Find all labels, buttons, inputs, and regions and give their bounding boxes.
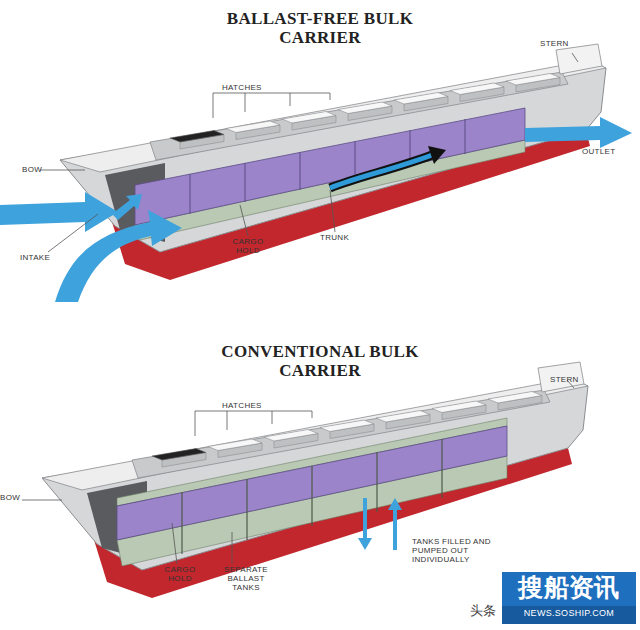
pump-arrow <box>363 498 367 540</box>
section-title: BALLAST-FREE BULK CARRIER <box>220 10 420 47</box>
watermark: 搜船资讯 <box>502 574 636 602</box>
part-label: HATCHES <box>222 402 282 411</box>
part-label: OUTLET <box>582 148 632 157</box>
watermark-box <box>502 572 636 624</box>
trunk-flow <box>330 155 432 188</box>
intake-arrow <box>112 194 142 220</box>
cargo-holds <box>135 108 525 225</box>
ballast-free-ship <box>0 44 632 302</box>
trunk-flow <box>330 155 432 188</box>
hold-dividers <box>190 119 465 214</box>
watermark: NEWS.SOSHIP.COM <box>502 609 636 619</box>
part-label: STERN <box>550 376 600 385</box>
outlet-arrow <box>525 117 632 148</box>
leader-line <box>22 380 574 564</box>
leader-line <box>195 411 312 436</box>
note-label: TANKS FILLED AND PUMPED OUT INDIVIDUALLY <box>412 538 522 564</box>
part-label: TRUNK <box>320 234 360 243</box>
watermark-strip <box>502 606 636 624</box>
part-label: HATCHES <box>222 84 282 93</box>
leader-line <box>40 53 578 252</box>
part-label: CARGO HOLD <box>226 238 270 256</box>
pump-arrow <box>358 538 372 550</box>
part-label: INTAKE <box>20 254 70 263</box>
intake-arrow <box>0 192 118 232</box>
part-label: SEPARATE BALLAST TANKS <box>216 566 276 592</box>
part-label: BOW <box>0 494 40 503</box>
trunk-arrowhead <box>428 146 446 164</box>
part-label: STERN <box>540 40 590 49</box>
leader-line <box>213 93 330 118</box>
intake-arrow <box>55 210 182 302</box>
part-label: BOW <box>22 166 62 175</box>
pump-arrow <box>388 498 402 510</box>
pump-arrow <box>393 508 397 550</box>
tank-dividers <box>182 439 442 554</box>
section-title: CONVENTIONAL BULK CARRIER <box>210 343 430 380</box>
part-label: CARGO HOLD <box>158 566 202 584</box>
conventional-ship <box>22 362 588 598</box>
watermark: 头条 <box>470 604 502 618</box>
